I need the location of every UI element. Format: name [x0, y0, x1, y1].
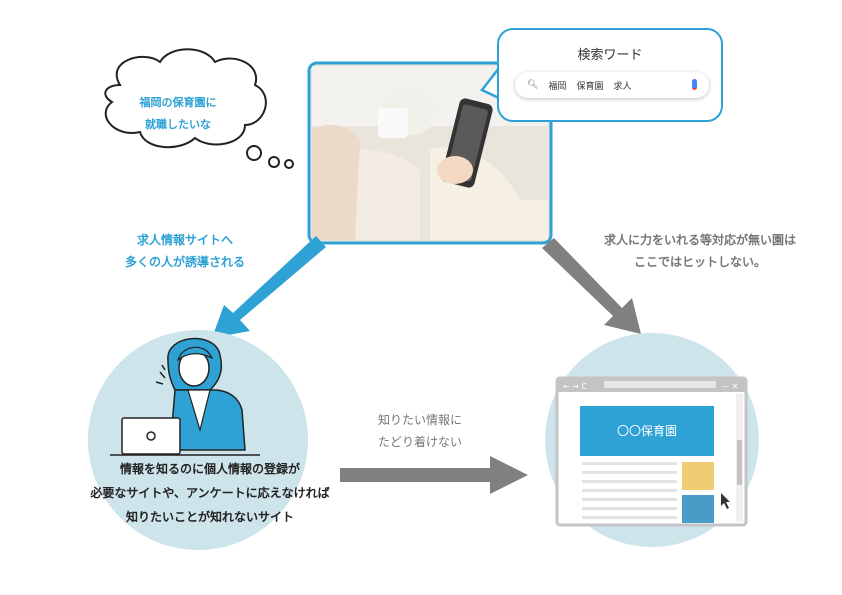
right-caption-line-1: 求人に力をいれる等対応が無い園は — [603, 233, 796, 247]
right-caption-line-2: ここではヒットしない。 — [633, 255, 766, 269]
bottom-caption-line-1: 情報を知るのに個人情報の登録が — [119, 462, 300, 476]
search-bar[interactable]: 🔍︎ 福岡 保育園 求人 — [515, 72, 709, 98]
middle-caption: 知りたい情報に たどり着けない — [360, 409, 480, 453]
query-term: 保育園 — [576, 81, 604, 92]
browser-banner-text: 〇〇保育園 — [616, 424, 677, 438]
thought-line-2: 就職したいな — [145, 118, 211, 131]
left-caption-line-1: 求人情報サイトへ — [136, 233, 233, 247]
blue-arrow — [212, 236, 326, 338]
bottom-caption: 情報を知るのに個人情報の登録が 必要なサイトや、アンケートに応えなければ 知りた… — [60, 457, 360, 529]
search-bubble-title: 検索ワード — [577, 48, 643, 63]
gray-arrow-right-down — [542, 238, 641, 334]
thought-text: 福岡の保育園に 就職したいな — [118, 92, 238, 136]
gray-arrow-right — [340, 456, 528, 494]
left-caption-line-2: 多くの人が誘導される — [124, 255, 245, 269]
svg-text:— ✕: — ✕ — [721, 382, 738, 391]
middle-caption-line-1: 知りたい情報に — [377, 413, 462, 427]
search-icon: 🔍︎ — [527, 80, 539, 90]
right-caption: 求人に力をいれる等対応が無い園は ここではヒットしない。 — [585, 229, 815, 273]
confused-person-at-laptop — [110, 337, 260, 456]
left-caption: 求人情報サイトへ 多くの人が誘導される — [95, 229, 275, 273]
middle-caption-line-2: たどり着けない — [377, 435, 462, 449]
microphone-icon[interactable] — [692, 79, 697, 90]
thought-line-1: 福岡の保育園に — [139, 96, 217, 109]
bottom-caption-line-2: 必要なサイトや、アンケートに応えなければ — [90, 486, 330, 500]
bottom-caption-line-3: 知りたいことが知れないサイト — [125, 510, 294, 524]
thought-cloud — [104, 48, 294, 169]
query-term: 求人 — [613, 81, 632, 92]
cursor-icon — [721, 493, 730, 509]
query-term: 福岡 — [548, 81, 567, 92]
search-bubble: 検索ワード 🔍︎ 福岡 保育園 求人 — [497, 28, 723, 122]
svg-text:← → C: ← → C — [563, 382, 587, 391]
browser-window: ← → C — ✕ — [555, 376, 748, 527]
